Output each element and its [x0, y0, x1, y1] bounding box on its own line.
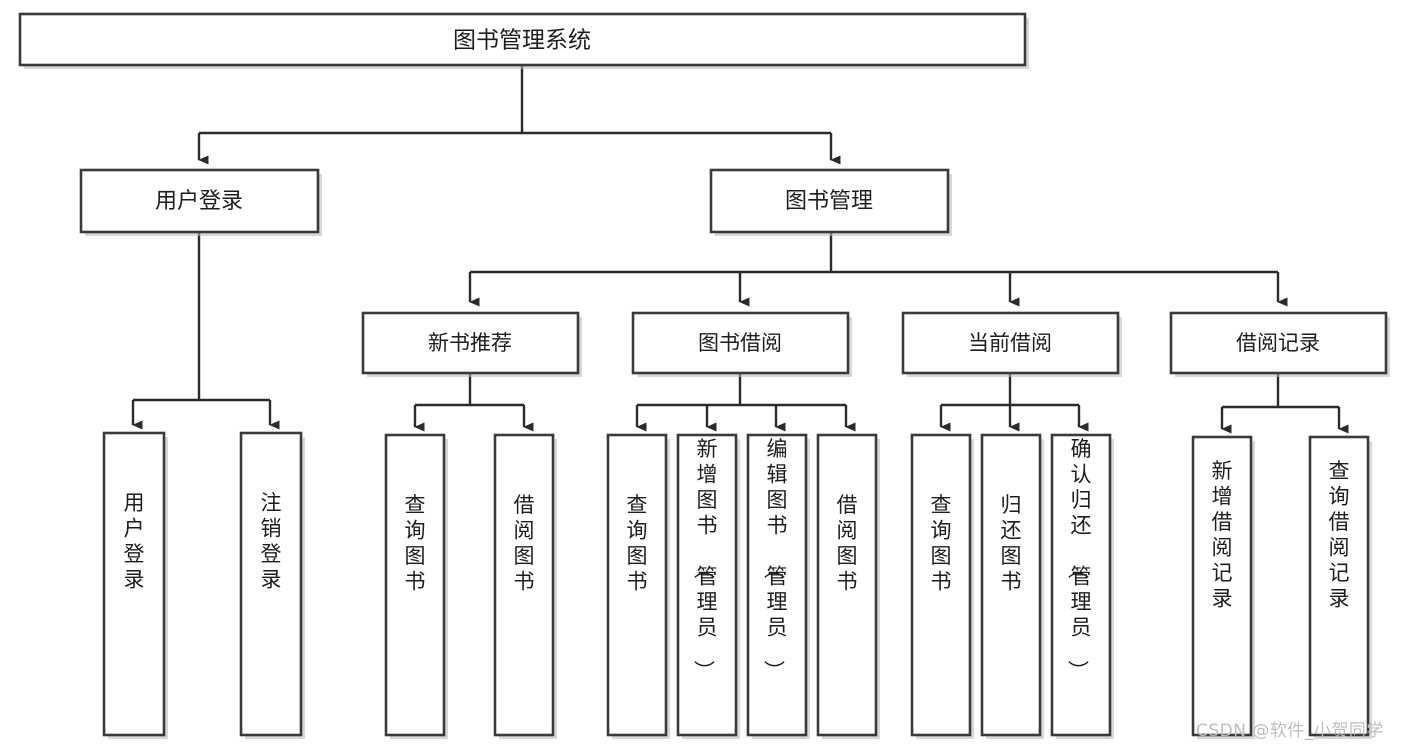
leaf-edit-book[interactable]: 编辑图书（管理员）	[746, 433, 810, 739]
leaf-borrow-book-2-label: 借阅图书	[837, 493, 858, 594]
leaf-query-book-1-label: 查询图书	[405, 493, 426, 594]
leaf-user-login[interactable]: 用户登录	[102, 431, 168, 739]
node-new-book-recommend[interactable]: 新书推荐	[361, 311, 582, 377]
leaf-borrow-book-1-label: 借阅图书	[514, 493, 535, 594]
node-borrow-record[interactable]: 借阅记录	[1169, 311, 1390, 377]
leaf-confirm-return[interactable]: 确认归还（管理员）	[1050, 433, 1114, 739]
leaf-logout-label: 注销登录	[261, 491, 282, 592]
leaf-query-record[interactable]: 查询借阅记录	[1308, 435, 1372, 739]
node-user-login-label: 用户登录	[155, 189, 243, 214]
node-book-borrow[interactable]: 图书借阅	[631, 311, 852, 377]
node-book-manage[interactable]: 图书管理	[709, 168, 952, 236]
leaf-borrow-book-1[interactable]: 借阅图书	[493, 433, 557, 739]
leaf-add-record[interactable]: 新增借阅记录	[1191, 435, 1255, 739]
leaf-query-book-3[interactable]: 查询图书	[910, 433, 974, 739]
leaf-edit-book-label: 编辑图书（管理员）	[762, 437, 788, 681]
node-book-manage-label: 图书管理	[785, 189, 873, 214]
leaf-query-book-2[interactable]: 查询图书	[606, 433, 670, 739]
node-borrow-record-label: 借阅记录	[1236, 331, 1320, 355]
leaf-add-book-label: 新增图书（管理员）	[692, 437, 718, 681]
node-user-login[interactable]: 用户登录	[79, 168, 322, 236]
leaf-add-book[interactable]: 新增图书（管理员）	[676, 433, 740, 739]
node-root[interactable]: 图书管理系统	[18, 12, 1029, 69]
csdn-watermark: CSDN @软件_小贺同学	[1196, 721, 1384, 741]
leaf-query-book-1[interactable]: 查询图书	[384, 433, 448, 739]
leaf-query-record-label: 查询借阅记录	[1329, 459, 1350, 611]
leaf-user-login-label: 用户登录	[124, 491, 145, 592]
leaf-query-book-2-label: 查询图书	[627, 493, 648, 594]
node-book-borrow-label: 图书借阅	[698, 331, 782, 355]
node-root-label: 图书管理系统	[453, 28, 591, 54]
leaf-add-record-label: 新增借阅记录	[1212, 459, 1233, 611]
leaf-confirm-return-label: 确认归还（管理员）	[1066, 437, 1092, 681]
leaf-return-book[interactable]: 归还图书	[980, 433, 1044, 739]
leaf-query-book-3-label: 查询图书	[931, 493, 952, 594]
leaf-borrow-book-2[interactable]: 借阅图书	[816, 433, 880, 739]
node-current-borrow[interactable]: 当前借阅	[901, 311, 1122, 377]
edge-group	[131, 65, 1349, 434]
leaf-return-book-label: 归还图书	[1001, 493, 1022, 594]
node-current-borrow-label: 当前借阅	[968, 331, 1052, 355]
leaf-logout[interactable]: 注销登录	[239, 431, 305, 739]
node-new-book-recommend-label: 新书推荐	[428, 331, 512, 355]
